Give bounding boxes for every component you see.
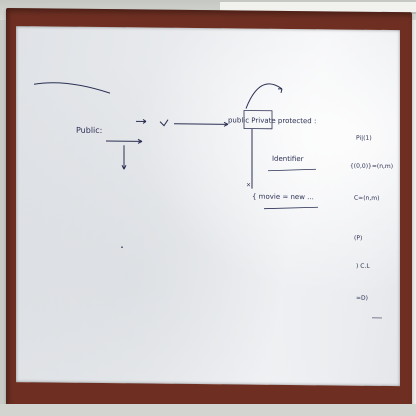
right-arrow-short bbox=[106, 138, 143, 144]
dot-mark bbox=[121, 246, 123, 249]
right-line-1: Pi|(1) bbox=[356, 135, 372, 142]
whiteboard-ink: Public: public Private protected : Ident… bbox=[33, 82, 393, 319]
right-line-2: {(0,0)}=(n,m) bbox=[350, 163, 393, 170]
right-line-5: ) C.L bbox=[356, 263, 370, 270]
right-line-6: =D) bbox=[356, 295, 368, 302]
underline-2 bbox=[263, 206, 319, 210]
check-mark bbox=[159, 119, 169, 127]
arrow-small bbox=[136, 119, 147, 124]
long-arrow bbox=[174, 121, 229, 127]
faint-curve bbox=[33, 82, 111, 94]
whiteboard-frame: Public: public Private protected : Ident… bbox=[6, 8, 412, 413]
statement-text: { movie = new ... bbox=[252, 193, 314, 202]
right-line-3: C=(n,m) bbox=[354, 195, 379, 202]
curved-arrow bbox=[245, 83, 283, 109]
private-box bbox=[243, 110, 273, 130]
wall-bottom bbox=[0, 404, 416, 416]
x-mark: × bbox=[246, 182, 251, 189]
public-label: Public: bbox=[76, 126, 102, 135]
right-column: Pi|(1) {(0,0)}=(n,m) C=(n,m) (P) ) C.L =… bbox=[350, 135, 393, 302]
right-line-4: (P) bbox=[354, 235, 362, 242]
down-arrow bbox=[121, 145, 127, 170]
identifier-text: Identifier bbox=[272, 155, 304, 163]
underline-1 bbox=[267, 168, 317, 172]
